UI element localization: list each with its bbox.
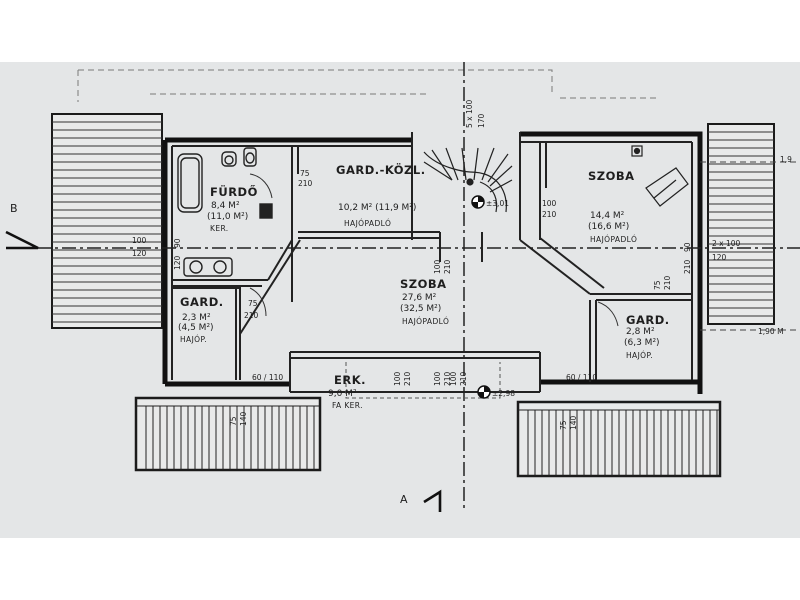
room-area-szoba-right: 14,4 M² bbox=[590, 211, 625, 221]
elevation-lower: ±2,98 bbox=[492, 389, 515, 398]
room-area2-furdo: (11,0 M²) bbox=[207, 212, 248, 222]
room-area-erk: 9,0 M² bbox=[328, 389, 357, 399]
room-name-furdo: FÜRDŐ bbox=[210, 184, 258, 199]
left-terrace-hatching bbox=[51, 113, 163, 329]
roof-outline bbox=[77, 69, 660, 102]
room-area-furdo: 8,4 M² bbox=[211, 201, 240, 211]
dim-100-210-erk-b1: 100 bbox=[433, 371, 442, 386]
dim-75-140-left-b: 140 bbox=[239, 411, 248, 426]
room-area2-szoba-mid: (32,5 M²) bbox=[400, 304, 441, 314]
dim-right-top: 1,9 bbox=[780, 155, 792, 164]
dim-100-210-erk-b2: 210 bbox=[443, 371, 452, 386]
dim-75-140-left-a: 75 bbox=[229, 416, 238, 426]
dim-75-210-right-a: 75 bbox=[653, 280, 662, 290]
dim-60-110-right: 60 / 110 bbox=[566, 373, 597, 382]
room-floor-furdo: KER. bbox=[210, 224, 229, 233]
dim-5x100-170-b: 170 bbox=[477, 113, 486, 128]
dim-60-110-left: 60 / 110 bbox=[252, 373, 283, 382]
room-area-szoba-mid: 27,6 M² bbox=[402, 293, 437, 303]
erkely-outline bbox=[345, 362, 501, 399]
dim-5x100-170-a: 5 x 100 bbox=[465, 99, 474, 128]
dim-100-120-left-b: 120 bbox=[132, 249, 147, 258]
room-floor-gard-kozl: HAJÓPADLÓ bbox=[344, 219, 391, 228]
room-floor-szoba-right: HAJÓPADLÓ bbox=[590, 235, 637, 244]
room-name-szoba-right: SZOBA bbox=[588, 169, 635, 183]
room-area-gard-kozl: 10,2 M² (11,9 M²) bbox=[338, 203, 416, 213]
inner-walls bbox=[171, 132, 693, 393]
room-area-gard-right: 2,8 M² bbox=[626, 327, 655, 337]
floor-plan-sheet: FÜRDŐ 8,4 M² (11,0 M²) KER. GARD.-KÖZL. … bbox=[0, 62, 800, 538]
dim-100-210-erk-c1: 100 bbox=[449, 371, 458, 386]
dim-2x100-120-b: 120 bbox=[712, 253, 727, 262]
dim-90-120-left-a: 90 bbox=[173, 238, 182, 248]
dim-75-210-gard-b: 210 bbox=[244, 311, 259, 320]
room-name-erk: ERK. bbox=[334, 373, 366, 387]
door-swings bbox=[249, 173, 619, 327]
dim-100-210-erk-c2: 210 bbox=[459, 371, 468, 386]
dim-100-210-erk-a2: 210 bbox=[403, 371, 412, 386]
dim-90-210-right-a: 90 bbox=[683, 242, 692, 252]
room-area2-szoba-right: (16,6 M²) bbox=[588, 222, 629, 232]
dim-2x100-120-a: 2 x 100 bbox=[712, 239, 741, 248]
room-name-gard-kozl: GARD.-KÖZL. bbox=[336, 162, 426, 177]
right-terrace-hatching bbox=[707, 123, 775, 325]
left-balcony bbox=[134, 396, 322, 472]
dim-75-210-right-b: 210 bbox=[663, 275, 672, 290]
dim-75-140-right-b: 140 bbox=[569, 415, 578, 430]
dim-90-210-right-b: 210 bbox=[683, 259, 692, 274]
room-floor-erk: FA KER. bbox=[332, 401, 363, 410]
outer-walls bbox=[162, 131, 703, 394]
right-balcony bbox=[516, 400, 722, 478]
dim-75-210-top-a: 75 bbox=[300, 169, 310, 178]
dim-100-210-szoba-b: 210 bbox=[542, 210, 557, 219]
bathroom-fixtures bbox=[177, 147, 273, 277]
section-label-a: A bbox=[400, 493, 408, 506]
room-floor-szoba-mid: HAJÓPADLÓ bbox=[402, 317, 449, 326]
room-name-gard-left: GARD. bbox=[180, 295, 224, 309]
room-floor-gard-right: HAJÓP. bbox=[626, 351, 653, 360]
dim-75-210-top-b: 210 bbox=[298, 179, 313, 188]
dim-100-210-kozl-b: 210 bbox=[443, 259, 452, 274]
room-name-szoba-mid: SZOBA bbox=[400, 277, 447, 291]
dim-100-210-szoba-a: 100 bbox=[542, 199, 557, 208]
section-label-b: B bbox=[10, 202, 18, 215]
room-area2-gard-left: (4,5 M²) bbox=[178, 323, 214, 333]
dim-100-210-kozl-a: 100 bbox=[433, 259, 442, 274]
room-area-gard-left: 2,3 M² bbox=[182, 313, 211, 323]
floor-plan-drawing: FÜRDŐ 8,4 M² (11,0 M²) KER. GARD.-KÖZL. … bbox=[5, 62, 800, 512]
section-markers bbox=[5, 230, 442, 512]
room-name-gard-right: GARD. bbox=[626, 313, 670, 327]
dim-90-120-left-b: 120 bbox=[173, 255, 182, 270]
dim-100-210-erk-a1: 100 bbox=[393, 371, 402, 386]
room-floor-gard-left: HAJÓP. bbox=[180, 335, 207, 344]
dim-75-210-gard-a: 75 bbox=[248, 299, 258, 308]
dim-right-mid: 1,90 M bbox=[758, 327, 784, 336]
elevation-markers bbox=[471, 195, 491, 399]
right-room-furniture bbox=[631, 145, 689, 207]
dim-75-140-right-a: 75 bbox=[559, 420, 568, 430]
room-area2-gard-right: (6,3 M²) bbox=[624, 338, 660, 348]
elevation-upper: ±3,01 bbox=[486, 199, 509, 208]
dim-100-120-left-a: 100 bbox=[132, 236, 147, 245]
right-dimension-lines bbox=[700, 161, 800, 331]
